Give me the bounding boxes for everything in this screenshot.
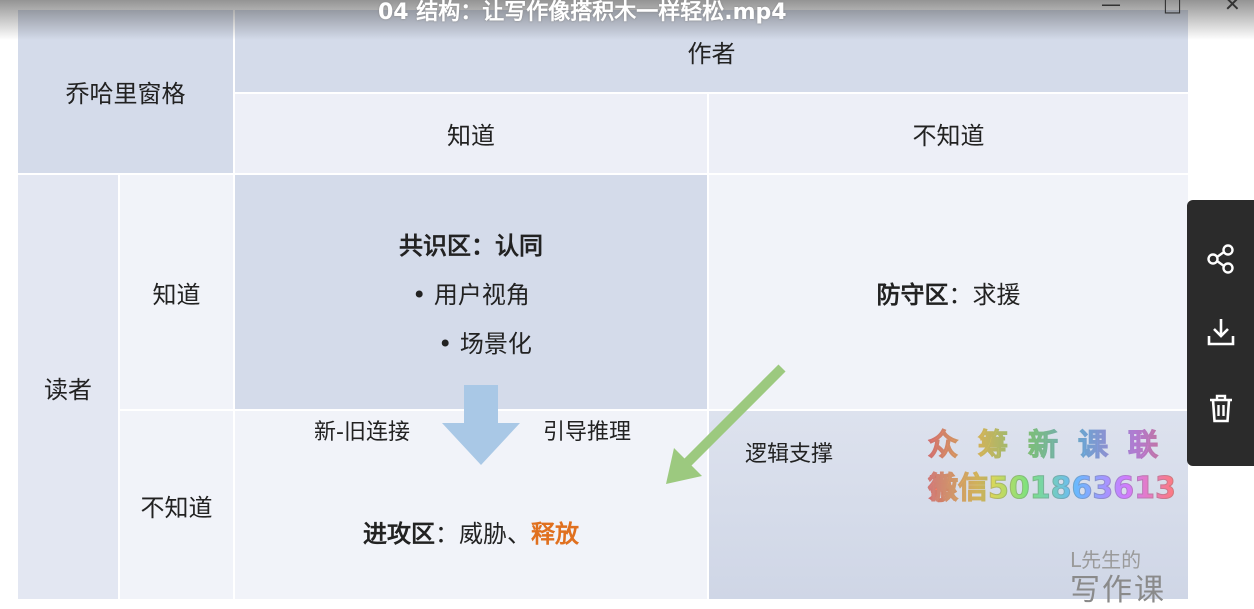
- trash-icon[interactable]: [1205, 392, 1237, 424]
- consensus-bullet-1: • 用户视角: [412, 280, 530, 309]
- side-action-panel: [1187, 200, 1254, 466]
- corner-label: 乔哈里窗格: [65, 80, 186, 108]
- brand-large: 写作课: [1070, 573, 1166, 608]
- attack-middle: ：威胁、: [435, 520, 531, 548]
- share-icon[interactable]: [1205, 243, 1237, 275]
- new-old-link-label: 新-旧连接: [314, 420, 410, 445]
- reader-know-cell: 知道: [120, 175, 233, 409]
- unknown-zone: [709, 411, 1188, 599]
- consensus-zone: 共识区：认同 • 用户视角 • 场景化: [235, 175, 707, 409]
- reader-know-label: 知道: [152, 280, 201, 309]
- author-unknown-label: 不知道: [912, 122, 985, 150]
- attack-highlight: 释放: [531, 520, 579, 548]
- defense-zone: 防守区 ：求援: [709, 175, 1188, 409]
- consensus-title: 共识区：认同: [399, 231, 543, 260]
- reader-header: 读者: [44, 375, 92, 404]
- diagonal-arrow-icon: [666, 364, 786, 484]
- reader-unknown-label: 不知道: [140, 493, 213, 522]
- maximize-button[interactable]: □: [1163, 0, 1182, 16]
- reader-unknown-cell: 不知道: [120, 411, 233, 599]
- defense-title: 防守区: [876, 280, 949, 309]
- minimize-button[interactable]: —: [1101, 0, 1121, 16]
- author-know-cell: 知道: [235, 94, 707, 173]
- close-button[interactable]: ✕: [1224, 0, 1241, 16]
- attack-title: 进攻区: [363, 520, 435, 548]
- watermark-line-2: 微信501863613: [928, 463, 1177, 507]
- down-arrow-icon: [442, 385, 520, 465]
- watermark-line-1: 众筹新课联系: [928, 420, 1188, 508]
- window-title: 04 结构：让写作像搭积木一样轻松.mp4: [378, 0, 787, 25]
- reader-header-cell: 读者: [18, 175, 118, 599]
- brand-small: L先生的: [1070, 548, 1142, 572]
- defense-suffix: ：求援: [948, 280, 1021, 309]
- window-title-bar: 04 结构：让写作像搭积木一样轻松.mp4 — □ ✕: [0, 0, 1254, 40]
- author-know-label: 知道: [447, 122, 495, 150]
- consensus-bullet-2: • 场景化: [438, 329, 532, 358]
- logic-support-label: 逻辑支撑: [745, 442, 834, 467]
- download-icon[interactable]: [1205, 316, 1237, 348]
- guide-reasoning-label: 引导推理: [543, 420, 632, 445]
- author-unknown-cell: 不知道: [709, 94, 1188, 173]
- author-header: 作者: [687, 39, 736, 68]
- attack-zone: 进攻区 ：威胁、 释放: [235, 411, 707, 599]
- slide: 乔哈里窗格 作者 知道 不知道 读者 知道 不知道 共识区：认同 • 用户视角 …: [18, 0, 1188, 608]
